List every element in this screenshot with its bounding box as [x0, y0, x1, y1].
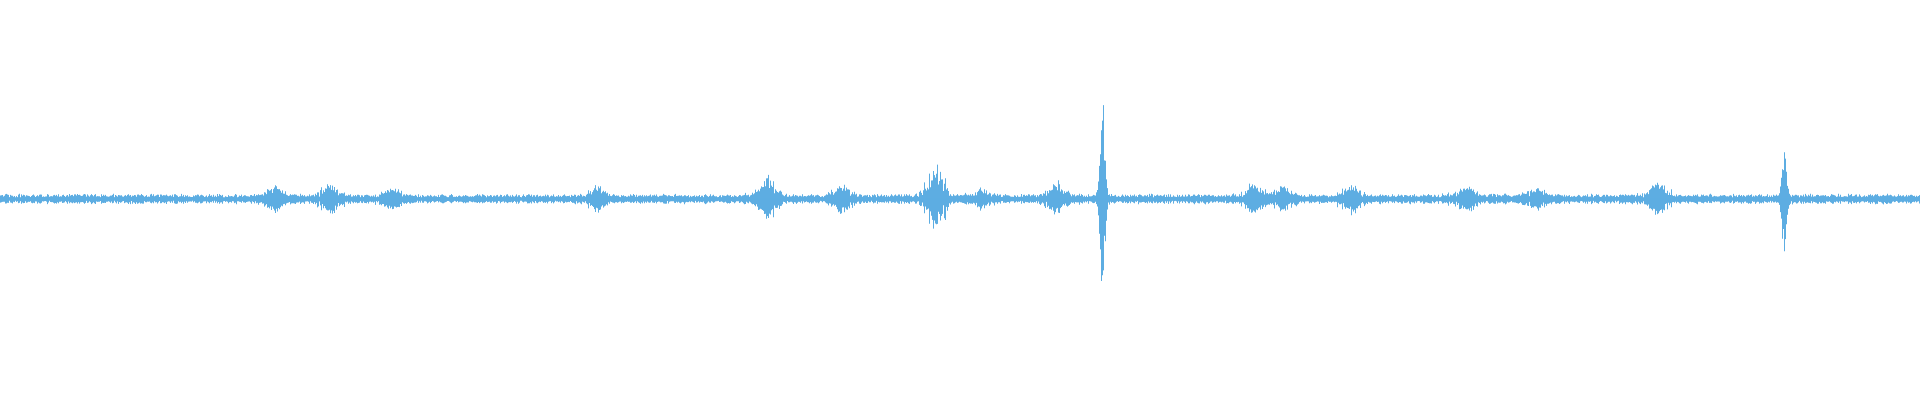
waveform-path [0, 105, 1920, 281]
waveform-trace [0, 105, 1920, 281]
